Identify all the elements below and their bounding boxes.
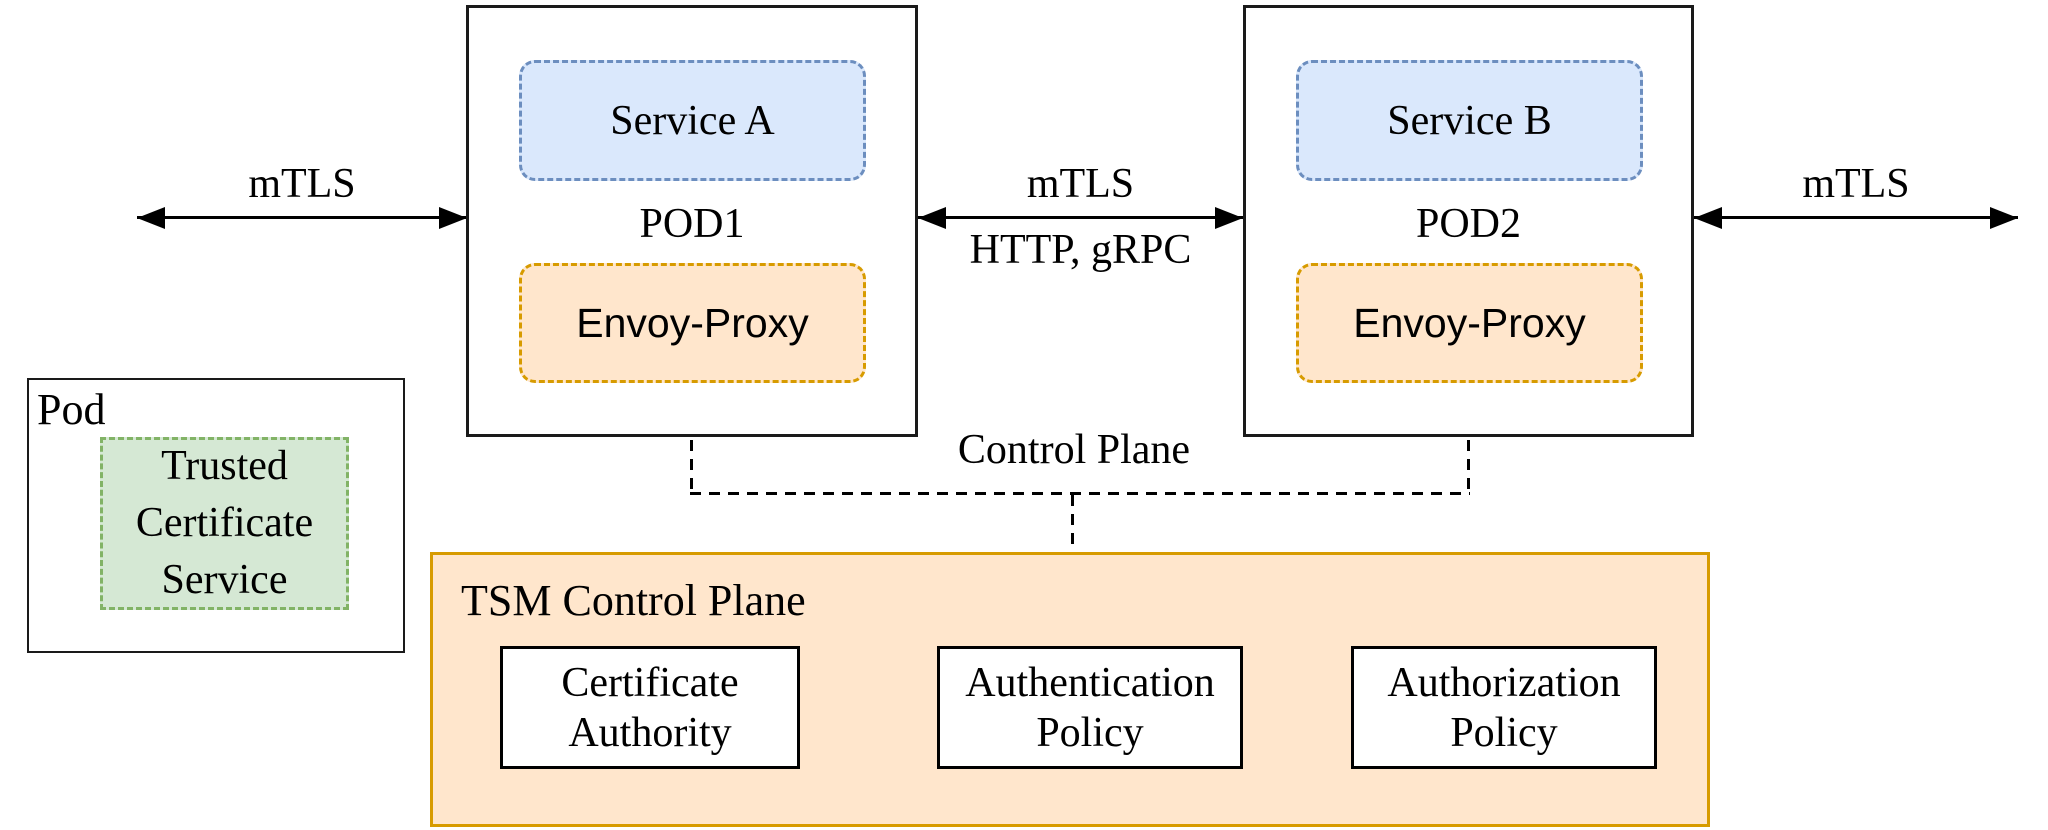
pod2-control-connector [1467, 440, 1470, 493]
pod2-envoy-proxy-box: Envoy-Proxy [1296, 263, 1643, 383]
pod2-envoy-proxy-label: Envoy-Proxy [1353, 299, 1586, 346]
mid-mtls-label: mTLS [1026, 161, 1135, 207]
control-plane-label: Control Plane [957, 427, 1191, 473]
right-mtls-arrow [1694, 206, 2018, 229]
trusted-pod-title: Pod [37, 385, 106, 434]
trusted-certificate-service-box: Trusted Certificate Service [100, 437, 349, 610]
pod1-envoy-proxy-box: Envoy-Proxy [519, 263, 866, 383]
pod2-service-label: Service B [1387, 97, 1552, 144]
pod2-box: Service B POD2 Envoy-Proxy [1243, 5, 1694, 437]
authentication-policy-label: Authentication Policy [965, 659, 1215, 756]
right-mtls-label: mTLS [1802, 161, 1910, 207]
pod1-name: POD1 [639, 201, 745, 247]
mid-mtls-arrow [918, 206, 1243, 229]
certificate-authority-box: Certificate Authority [500, 646, 800, 769]
certificate-authority-label: Certificate Authority [561, 659, 739, 756]
authorization-policy-box: Authorization Policy [1351, 646, 1657, 769]
authentication-policy-box: Authentication Policy [937, 646, 1243, 769]
left-mtls-label: mTLS [248, 161, 356, 207]
trusted-pod-box: Pod Trusted Certificate Service [27, 378, 405, 653]
pod1-envoy-proxy-label: Envoy-Proxy [576, 299, 809, 346]
pod2-service-box: Service B [1296, 60, 1643, 181]
pod1-box: Service A POD1 Envoy-Proxy [466, 5, 918, 437]
tsm-control-plane-box: TSM Control Plane Certificate Authority … [430, 552, 1710, 827]
tsm-branch-connector [1071, 495, 1074, 550]
tsm-title: TSM Control Plane [461, 576, 806, 625]
left-mtls-arrow [137, 206, 467, 229]
authorization-policy-label: Authorization Policy [1387, 659, 1621, 756]
pod2-name: POD2 [1415, 201, 1522, 247]
pod1-service-box: Service A [519, 60, 866, 181]
trusted-certificate-service-label: Trusted Certificate Service [135, 443, 314, 603]
control-plane-bus-line [690, 492, 1470, 495]
mid-protocols-label: HTTP, gRPC [969, 227, 1192, 273]
pod1-service-label: Service A [610, 97, 775, 144]
pod1-control-connector [690, 440, 693, 493]
